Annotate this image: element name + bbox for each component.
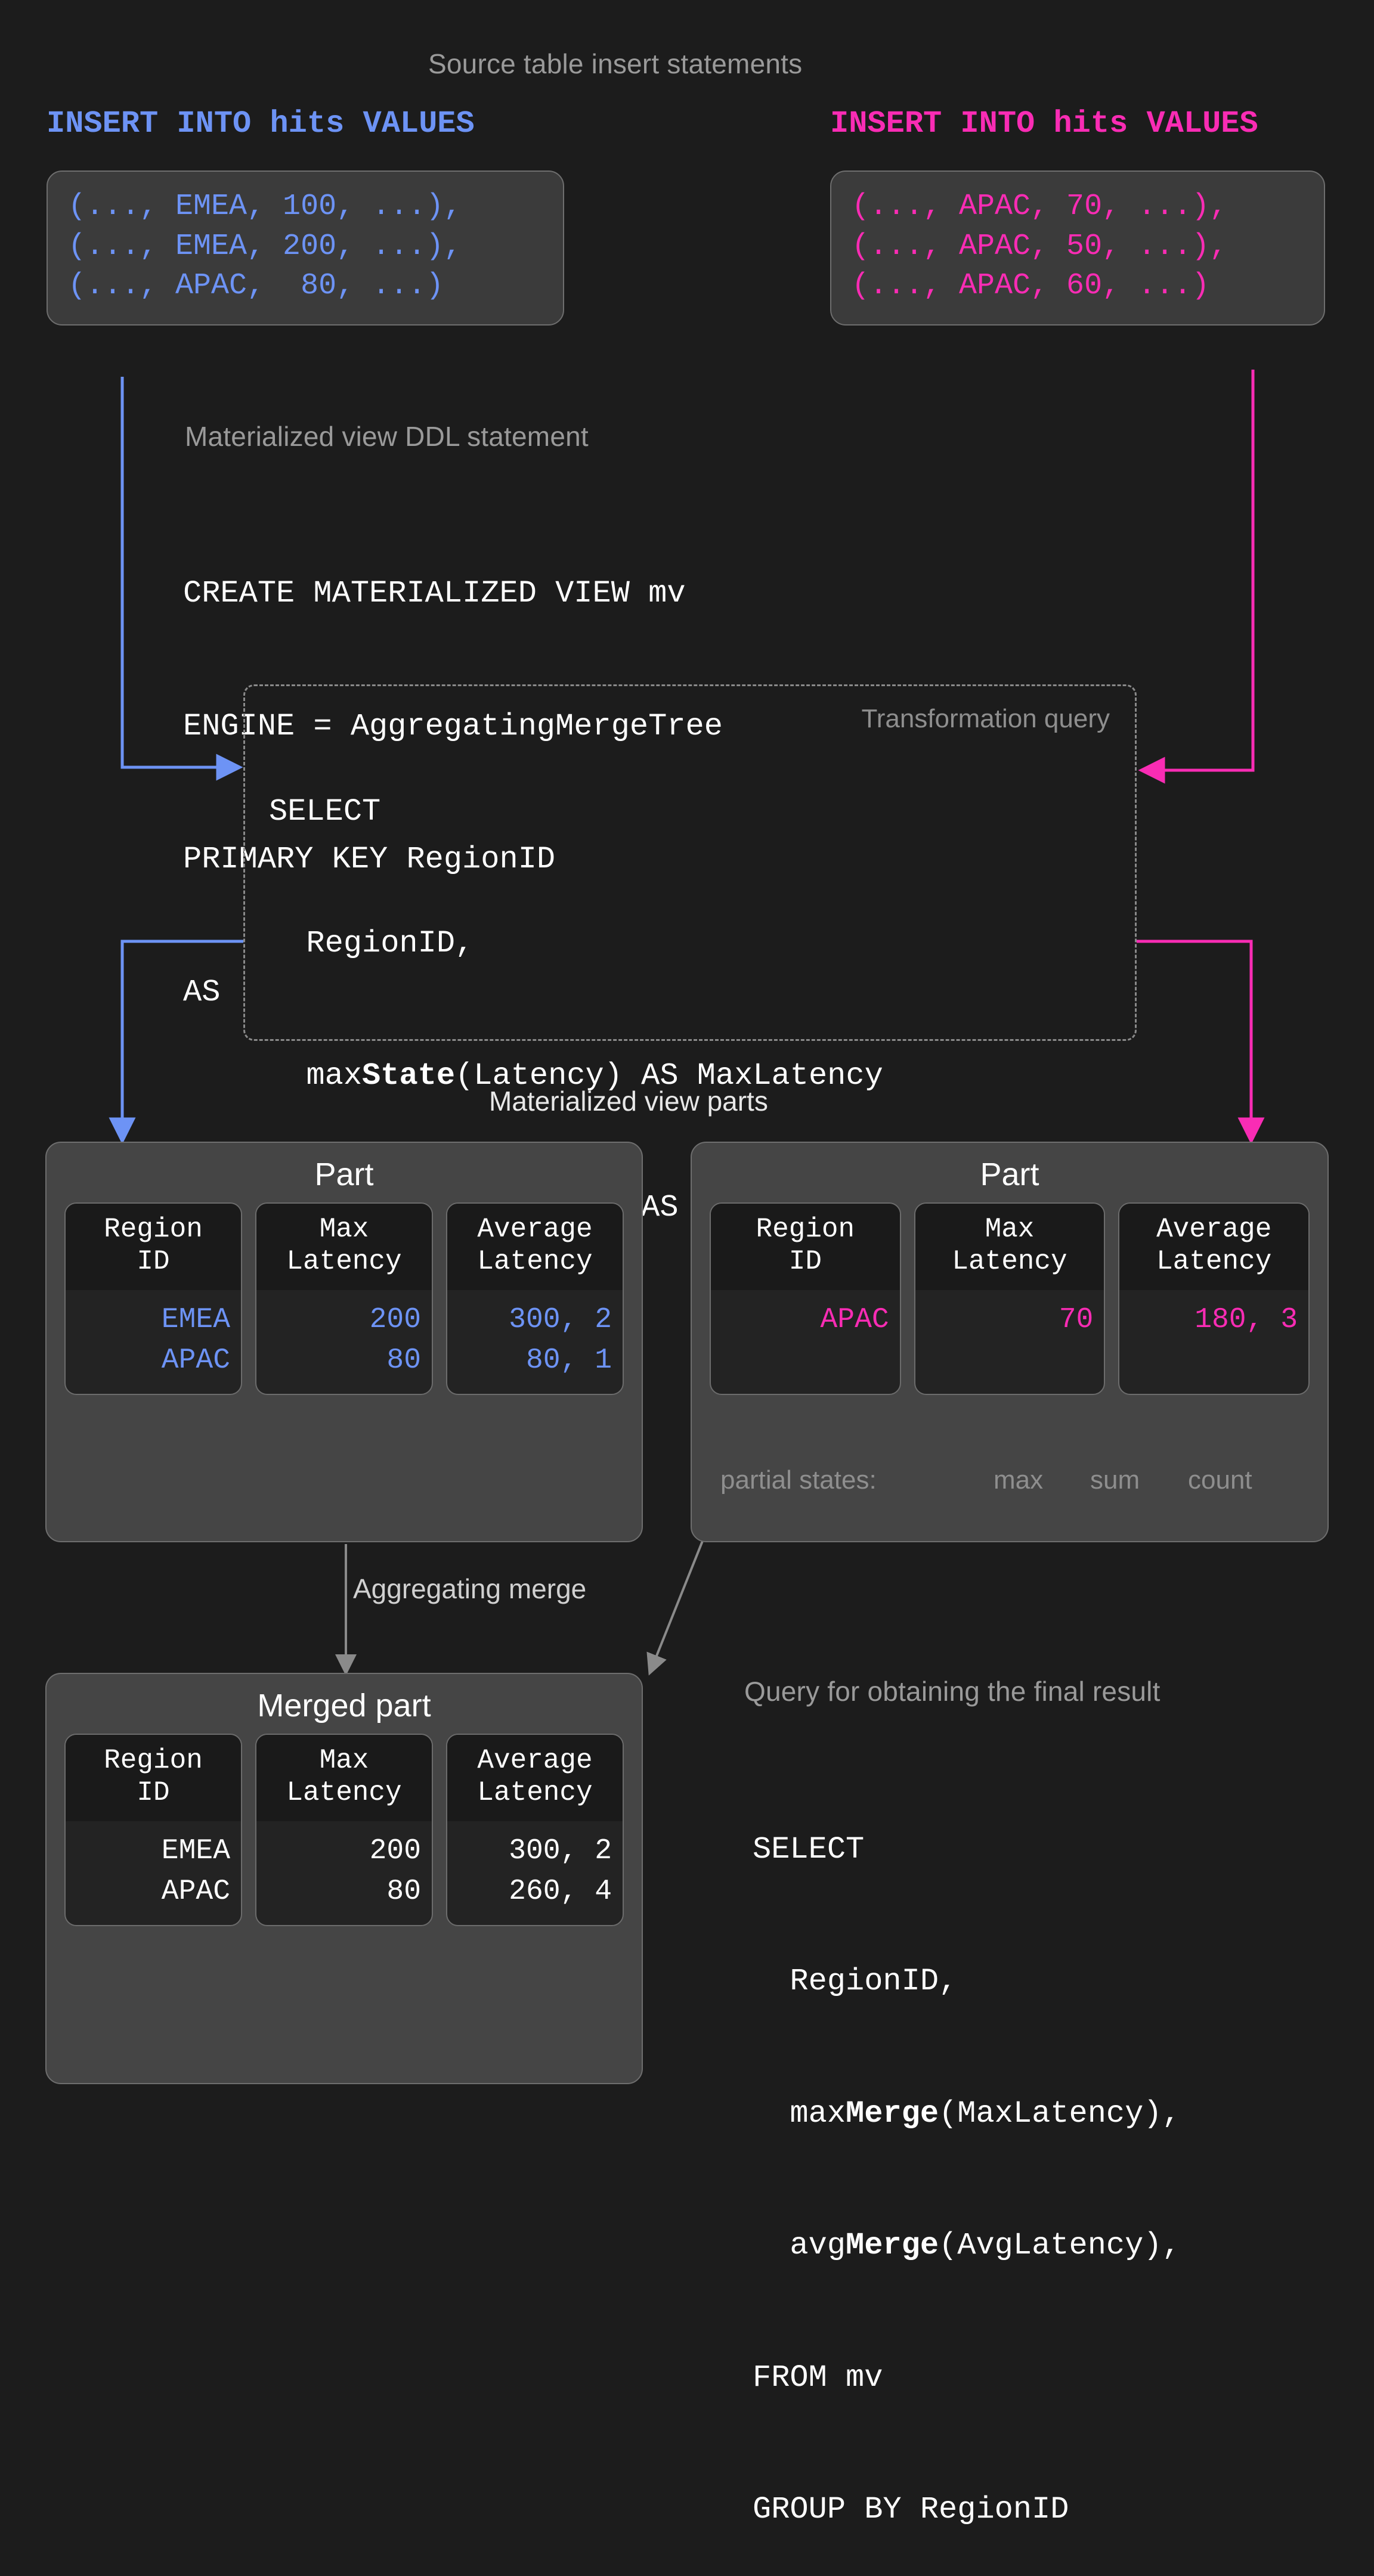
table-cell: 200 xyxy=(369,1303,421,1336)
final-query-caption: Query for obtaining the final result xyxy=(744,1676,1161,1707)
tq-line-maxstate: maxState(Latency) AS MaxLatency xyxy=(269,1054,1115,1098)
column-header: Average Latency xyxy=(447,1735,623,1821)
arrow-query-to-part-left xyxy=(109,940,243,1145)
insert-header-right: INSERT INTO hits VALUES xyxy=(830,106,1258,141)
insert-box-left: (..., EMEA, 100, ...), (..., EMEA, 200, … xyxy=(47,171,564,326)
fq-max-suffix: (MaxLatency), xyxy=(939,2095,1181,2131)
insert-row: (..., APAC, 70, ...), xyxy=(852,190,1228,224)
partial-states-max: max xyxy=(994,1465,1044,1495)
partial-states-count: count xyxy=(1188,1465,1252,1495)
fq-avg-suffix: (AvgLatency), xyxy=(939,2228,1181,2264)
ddl-line: PRIMARY KEY RegionID xyxy=(183,841,556,877)
column-header: Region ID xyxy=(66,1735,241,1821)
arrow-part-right-to-merged xyxy=(646,1537,705,1676)
part-card-left: Part Region ID EMEA APAC Max Latency 200… xyxy=(45,1142,643,1542)
table-cell: 80, 1 xyxy=(525,1344,612,1377)
partial-states-sum: sum xyxy=(1090,1465,1140,1495)
tq-line-select: SELECT xyxy=(269,793,381,829)
table-cell: 70 xyxy=(1059,1303,1094,1336)
arrow-insert-right-to-query xyxy=(1138,370,1255,784)
mv-parts-caption: Materialized view parts xyxy=(489,1086,768,1117)
ddl-line: ENGINE = AggregatingMergeTree xyxy=(183,708,723,744)
fq-line-group: GROUP BY RegionID xyxy=(753,2492,1069,2528)
insert-row: (..., EMEA, 200, ...), xyxy=(68,229,462,264)
table-cell: EMEA xyxy=(161,1303,230,1336)
tq-line-regionid: RegionID, xyxy=(269,926,474,962)
part-title: Part xyxy=(314,1157,374,1192)
part-column-avglatency: Average Latency 300, 2 80, 1 xyxy=(446,1202,624,1395)
arrow-query-to-part-right xyxy=(1137,940,1265,1145)
column-header: Average Latency xyxy=(447,1204,623,1290)
merged-part-title: Merged part xyxy=(257,1688,431,1723)
part-column-maxlatency: Max Latency 70 xyxy=(914,1202,1106,1395)
part-column-regionid: Region ID APAC xyxy=(710,1202,901,1395)
column-header: Max Latency xyxy=(256,1735,432,1821)
arrow-insert-left-to-query xyxy=(120,377,243,781)
tq-max-state: State xyxy=(362,1058,456,1093)
fq-line-from: FROM mv xyxy=(753,2360,883,2395)
insert-header-left: INSERT INTO hits VALUES xyxy=(47,106,475,141)
table-cell xyxy=(722,1340,889,1381)
fq-line-maxmerge: maxMerge(MaxLatency), xyxy=(753,2092,1181,2136)
part-card-right: Part Region ID APAC Max Latency 70 Avera… xyxy=(691,1142,1329,1542)
partial-states-label: partial states: xyxy=(720,1465,877,1495)
part-column-avglatency: Average Latency 180, 3 xyxy=(1118,1202,1310,1395)
column-header: Region ID xyxy=(66,1204,241,1290)
transformation-query-caption: Transformation query xyxy=(861,704,1110,733)
fq-line-avgmerge: avgMerge(AvgLatency), xyxy=(753,2224,1181,2268)
ddl-line: AS xyxy=(183,974,221,1010)
insert-box-right: (..., APAC, 70, ...), (..., APAC, 50, ..… xyxy=(830,171,1325,326)
table-cell xyxy=(1130,1340,1298,1381)
fq-avg-merge: Merge xyxy=(846,2228,939,2264)
fq-max-prefix: max xyxy=(753,2095,846,2131)
insert-row: (..., APAC, 50, ...), xyxy=(852,229,1228,264)
table-cell: 80 xyxy=(386,1875,421,1908)
tq-max-suffix: (Latency) AS MaxLatency xyxy=(455,1058,883,1093)
column-header: Max Latency xyxy=(915,1204,1104,1290)
tq-max-prefix: max xyxy=(269,1058,363,1093)
mv-ddl-code: CREATE MATERIALIZED VIEW mv ENGINE = Agg… xyxy=(183,483,723,1059)
table-cell: EMEA xyxy=(161,1834,230,1867)
fq-line-select: SELECT xyxy=(753,1831,865,1867)
ddl-line: CREATE MATERIALIZED VIEW mv xyxy=(183,575,686,611)
table-cell: APAC xyxy=(161,1344,230,1377)
merged-column-maxlatency: Max Latency 200 80 xyxy=(255,1734,433,1926)
merged-column-avglatency: Average Latency 300, 2 260, 4 xyxy=(446,1734,624,1926)
table-cell: 80 xyxy=(386,1344,421,1377)
table-cell xyxy=(926,1340,1094,1381)
insert-row: (..., APAC, 60, ...) xyxy=(852,269,1210,303)
insert-row: (..., APAC, 80, ...) xyxy=(68,269,444,303)
part-column-regionid: Region ID EMEA APAC xyxy=(64,1202,242,1395)
final-query-code: SELECT RegionID, maxMerge(MaxLatency), a… xyxy=(753,1740,1181,2576)
page-title: Source table insert statements xyxy=(428,48,803,79)
table-cell: 300, 2 xyxy=(509,1834,612,1867)
fq-line-regionid: RegionID, xyxy=(753,1964,958,2000)
fq-max-merge: Merge xyxy=(846,2095,939,2131)
part-title: Part xyxy=(980,1157,1039,1192)
mv-ddl-caption: Materialized view DDL statement xyxy=(185,421,589,452)
merged-part-card: Merged part Region ID EMEA APAC Max Late… xyxy=(45,1673,643,2084)
column-header: Region ID xyxy=(711,1204,900,1290)
table-cell: 260, 4 xyxy=(509,1875,612,1908)
insert-row: (..., EMEA, 100, ...), xyxy=(68,190,462,224)
table-cell: 300, 2 xyxy=(509,1303,612,1336)
table-cell: 180, 3 xyxy=(1194,1303,1298,1336)
table-cell: APAC xyxy=(820,1303,889,1336)
aggregating-merge-caption: Aggregating merge xyxy=(353,1573,587,1604)
table-cell: 200 xyxy=(369,1834,421,1867)
column-header: Average Latency xyxy=(1119,1204,1309,1290)
column-header: Max Latency xyxy=(256,1204,432,1290)
part-column-maxlatency: Max Latency 200 80 xyxy=(255,1202,433,1395)
table-cell: APAC xyxy=(161,1875,230,1908)
fq-avg-prefix: avg xyxy=(753,2228,846,2264)
merged-column-regionid: Region ID EMEA APAC xyxy=(64,1734,242,1926)
